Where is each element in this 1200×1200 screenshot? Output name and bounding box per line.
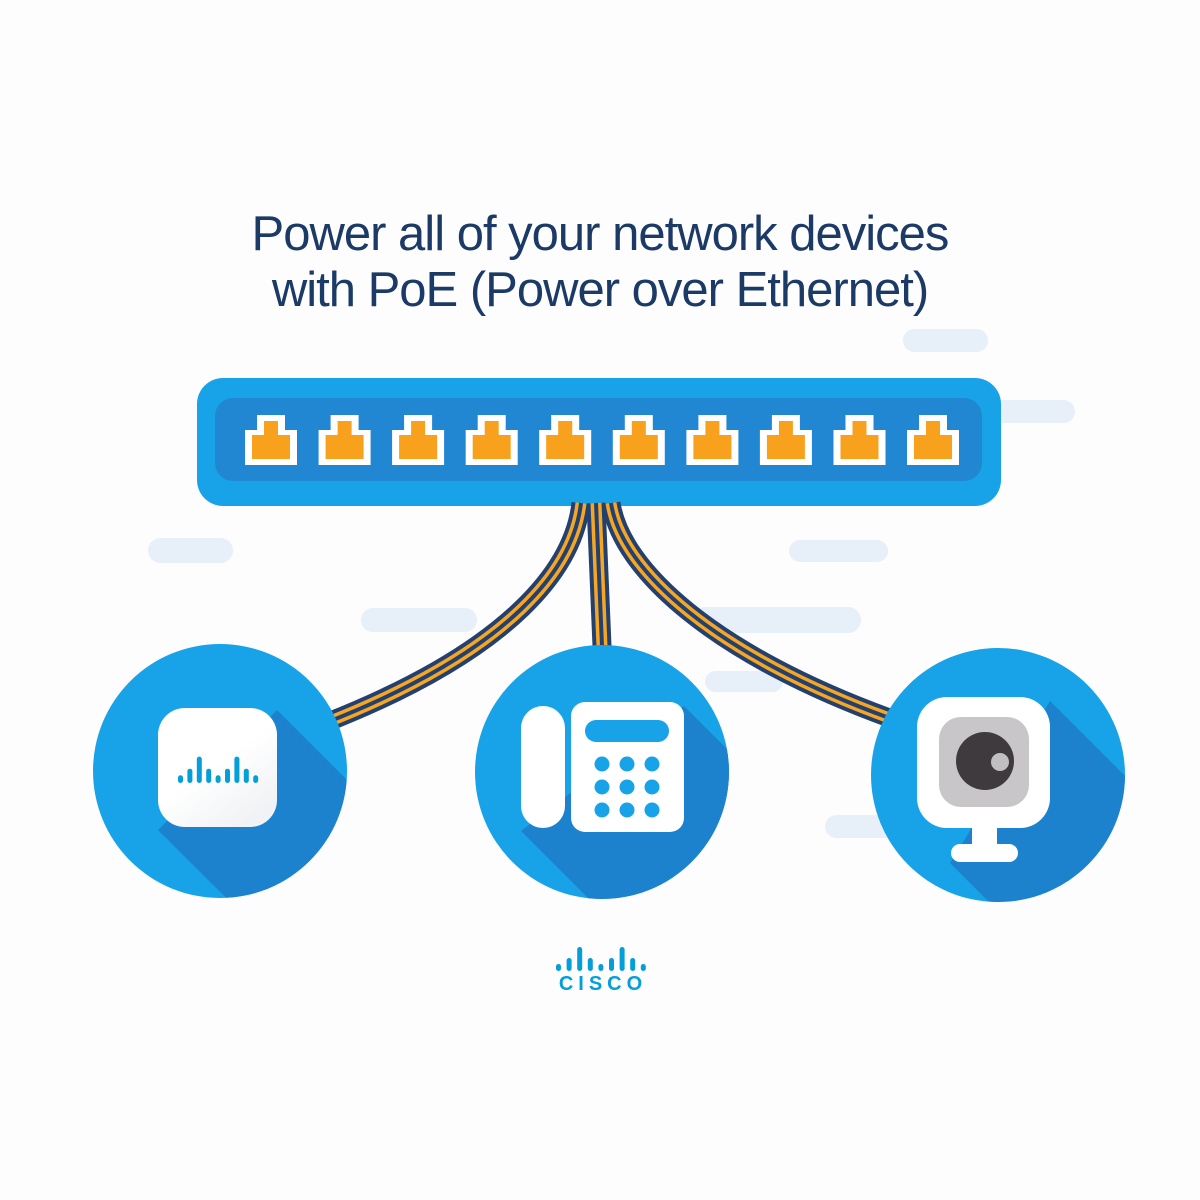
decor-pills [148,329,1075,838]
decor-pill [705,671,783,692]
logo-bar [598,964,604,971]
access-point-icon [158,708,277,827]
device-ip-phone [475,645,729,899]
ethernet-cables [324,501,896,731]
logo-bar [619,947,625,971]
cable-to-access-point [324,501,591,731]
cisco-wordmark: CISCO [559,973,647,995]
logo-bar [253,775,259,783]
phone-screen [585,720,669,742]
title-line-2: with PoE (Power over Ethernet) [271,263,929,317]
lens-highlight [991,753,1009,771]
security-camera-icon [917,697,1050,862]
decor-pill [361,608,477,632]
logo-bar [556,964,561,971]
logo-bar [587,958,593,971]
logo-bar [630,958,636,971]
device-access-point [93,644,347,898]
logo-bar [243,768,249,783]
camera-base [951,844,1018,862]
cisco-bars-icon [178,756,259,783]
logo-bar [234,756,240,783]
logo-bar [178,775,183,783]
logo-bar [215,775,221,783]
logo-bar [196,756,202,783]
cisco-logo-bars [556,947,646,971]
logo-bar [566,958,572,971]
poe-switch [197,378,1001,506]
logo-bar [206,768,212,783]
phone-keypad [594,756,660,818]
decor-pill [148,538,233,563]
logo-bar [187,768,193,783]
camera-lens [956,732,1014,790]
cable-to-ip-phone [586,502,613,671]
logo-bar [609,958,614,971]
decor-pill [693,607,861,633]
logo-bar [577,947,583,971]
title-line-1: Power all of your network devices [251,207,950,261]
decor-pill [903,329,988,352]
decor-pill [789,540,888,562]
cisco-logo: CISCO [556,947,647,995]
ip-phone-icon [521,702,684,832]
logo-bar [640,964,646,971]
page-title: Power all of your network devices with P… [0,206,1200,318]
phone-handset [521,706,565,828]
logo-bar [225,768,230,783]
device-camera [871,648,1125,902]
long-shadow [950,701,1125,902]
cable-to-camera [601,501,896,728]
